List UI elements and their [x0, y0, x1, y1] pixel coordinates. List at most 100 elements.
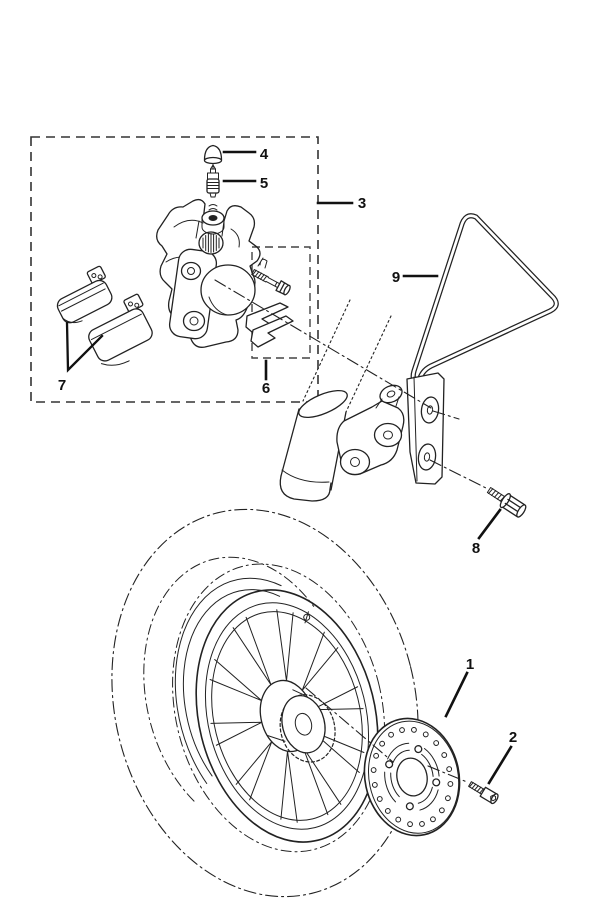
- spoke-line: [235, 741, 273, 801]
- disc-hole: [444, 795, 451, 802]
- hub-to-disc-axis: [305, 687, 394, 763]
- plate-bend-line: [413, 376, 418, 482]
- caliper-ear-boss: [182, 310, 206, 332]
- wheel-spokes: [209, 609, 365, 823]
- boss-cylinder: [201, 217, 225, 235]
- axle-boss-hole: [350, 457, 360, 467]
- disc-mount-hole: [432, 778, 441, 787]
- disc-slots: [384, 742, 440, 811]
- plate-washer-hole: [423, 452, 431, 462]
- disc-hole: [371, 782, 378, 788]
- disc-vent-holes: [370, 726, 454, 828]
- shim-tab-hole: [134, 302, 140, 308]
- disc-thickness-line: [367, 720, 460, 834]
- plate-washer-hole: [426, 405, 434, 415]
- disc-slot: [423, 747, 440, 777]
- bleed-boss: [201, 204, 225, 235]
- cap-dome: [203, 144, 223, 161]
- disc-hole: [441, 752, 448, 758]
- hub-side-lines: [266, 689, 305, 742]
- axle-hole: [294, 712, 313, 736]
- shim-set: [56, 265, 153, 366]
- disc-slot: [384, 771, 397, 803]
- plate-washer: [420, 396, 440, 424]
- callout-leader-7: [65, 321, 104, 373]
- callout-label-2: 2: [509, 729, 517, 746]
- callout-label-5: 5: [260, 175, 268, 192]
- bleed-valve: [206, 164, 220, 198]
- pad-spring-clip: [257, 257, 268, 269]
- rim-far-edge: [174, 577, 282, 784]
- callout-label-9: 9: [392, 269, 400, 286]
- disc-hole: [433, 740, 440, 746]
- shim-fold-line: [90, 313, 142, 341]
- disc-hole: [395, 816, 402, 823]
- thread-coil: [208, 204, 218, 211]
- brace-wire-inner: [411, 214, 558, 390]
- disc-slot: [421, 753, 434, 777]
- shim-upper: [56, 265, 113, 324]
- brace-wire-outer: [410, 213, 559, 391]
- shim-lower-body: [88, 308, 153, 362]
- disc-hole: [446, 766, 453, 772]
- disc-hole: [447, 781, 454, 787]
- axle-boss-hole: [383, 430, 393, 440]
- fork-tube-section: [298, 389, 348, 419]
- disc-hole: [370, 767, 377, 773]
- disc-bolt: [468, 781, 499, 805]
- brake-pad: [245, 302, 289, 333]
- washer-axis-stub: [432, 410, 460, 420]
- pad-kit-contents: [245, 257, 294, 348]
- caliper-ear-hole: [189, 316, 199, 326]
- valve-stem: [209, 192, 217, 198]
- caliper-piston-face: [200, 264, 256, 316]
- valve-stem: [303, 613, 311, 621]
- knurl-ribs: [202, 233, 220, 253]
- spoke-line: [280, 750, 298, 823]
- callout-label-4: 4: [260, 146, 269, 163]
- disc-mount-hole: [385, 760, 394, 769]
- shim-fold-line: [58, 282, 106, 312]
- spoke-line: [276, 609, 294, 682]
- callout-label-7: 7: [58, 377, 66, 394]
- caliper-mount-lug: [379, 384, 403, 404]
- callout-label-8: 8: [472, 540, 480, 557]
- hub-front: [281, 695, 326, 754]
- disc-hole: [438, 807, 445, 814]
- pin-head-end: [283, 284, 291, 296]
- disc-hole: [419, 821, 425, 827]
- disc-hole: [379, 740, 386, 747]
- disc-slot: [419, 789, 439, 811]
- callout-labels: 1 2 3 4 5 6 7 8 9: [58, 146, 517, 746]
- cap-base: [203, 156, 223, 165]
- disc-center-hole: [396, 757, 428, 797]
- axle-boss: [373, 422, 403, 448]
- rim-outer-edge: [195, 589, 379, 843]
- callout-leaders: [65, 150, 513, 785]
- shim-lip: [62, 317, 83, 324]
- spoke-line: [210, 721, 263, 746]
- pin-threads: [251, 269, 268, 282]
- callout-label-3: 3: [358, 195, 366, 212]
- front-wheel-rim: [195, 589, 379, 843]
- caliper-mount-lug-hole: [386, 390, 396, 398]
- spoke-line: [209, 659, 262, 702]
- bolt2-hex-socket: [490, 794, 497, 802]
- disc-hole: [411, 726, 417, 733]
- tire-outer-profile: [111, 508, 419, 898]
- disc-to-bolt2-axis: [427, 765, 468, 783]
- front-fork-leg: [279, 299, 405, 502]
- caliper-slide-pin: [251, 269, 291, 296]
- disc-slot: [387, 742, 410, 760]
- boss-threaded-hole: [208, 215, 218, 221]
- valve-stem-line: [304, 611, 309, 624]
- tire-far-bead: [143, 556, 315, 802]
- bolt8-head-end: [516, 504, 527, 518]
- piston-face-arc: [208, 296, 228, 316]
- bolt2-threads: [468, 782, 484, 794]
- valve-hex: [207, 172, 219, 180]
- brake-pad: [250, 315, 294, 348]
- disc-hole: [407, 821, 413, 828]
